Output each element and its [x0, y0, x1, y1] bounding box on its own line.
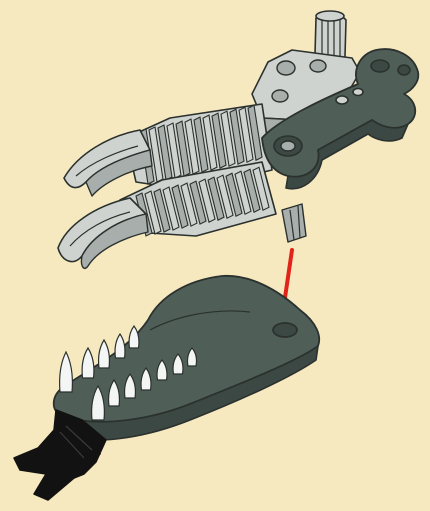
instruction-step-canvas: [0, 0, 430, 511]
building-instruction-diagram: [0, 0, 430, 511]
